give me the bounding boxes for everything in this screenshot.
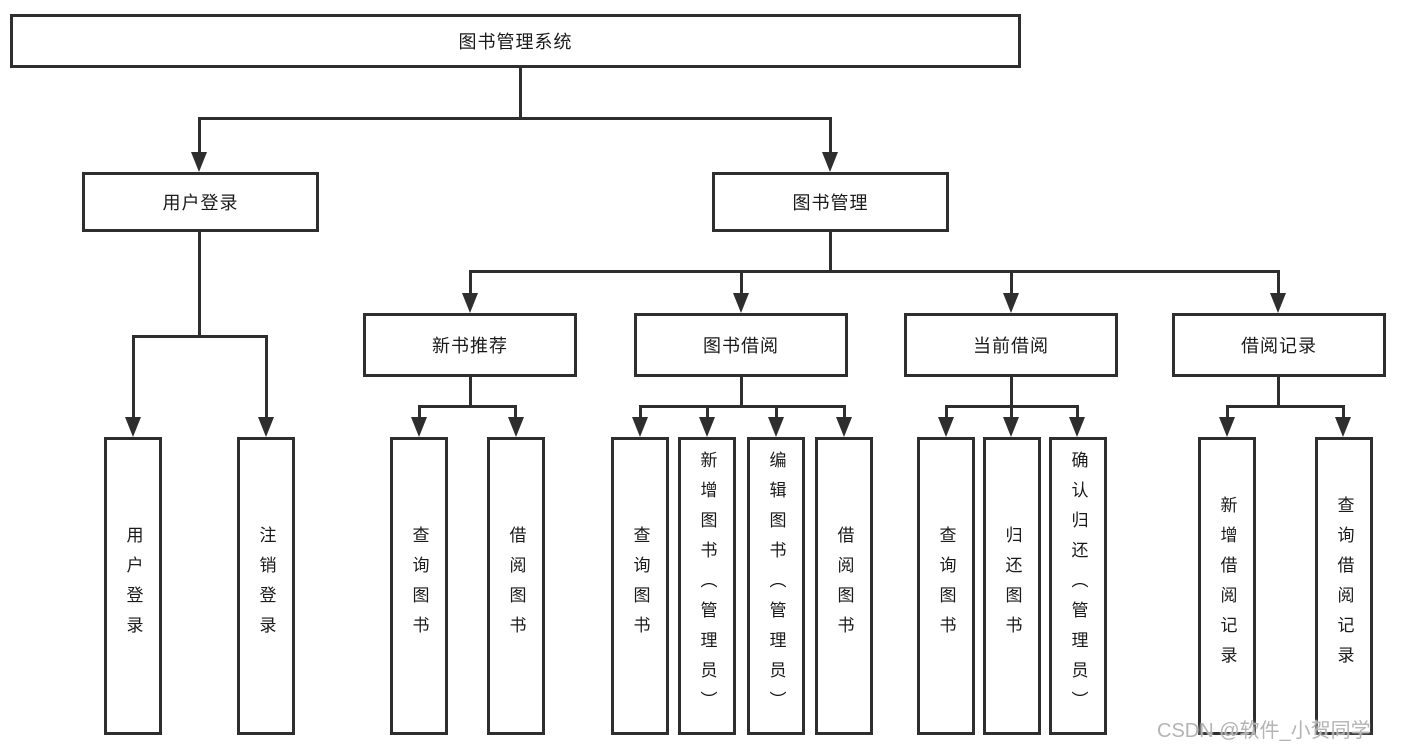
arrow-down-icon <box>1270 293 1286 313</box>
node-user-login-leaf: 用户登录 <box>104 437 162 735</box>
connector-line <box>265 335 268 423</box>
node-new-book-recommendation: 新书推荐 <box>363 313 577 377</box>
node-query-books-borrowing: 查询图书 <box>611 437 669 735</box>
node-confirm-return-admin: 确认归还（管理员） <box>1049 437 1107 735</box>
connector-line <box>469 270 1280 273</box>
node-query-borrow-record: 查询借阅记录 <box>1315 437 1373 735</box>
connector-line <box>198 117 201 157</box>
node-book-management: 图书管理 <box>712 172 949 232</box>
arrow-down-icon <box>768 417 784 437</box>
arrow-down-icon <box>699 417 715 437</box>
arrow-down-icon <box>411 417 427 437</box>
arrow-down-icon <box>632 417 648 437</box>
connector-line <box>132 335 135 423</box>
arrow-down-icon <box>733 293 749 313</box>
node-user-login: 用户登录 <box>82 172 319 232</box>
arrow-down-icon <box>125 417 141 437</box>
node-label: 图书管理 <box>792 193 869 213</box>
node-label: 确认归还（管理员） <box>1068 451 1088 721</box>
arrow-down-icon <box>1003 417 1019 437</box>
connector-line <box>775 405 778 423</box>
node-current-borrowing: 当前借阅 <box>904 313 1118 377</box>
connector-line <box>1226 405 1345 408</box>
connector-line <box>1076 405 1079 423</box>
connector-line <box>469 377 472 408</box>
connector-line <box>1277 377 1280 408</box>
node-query-books-current: 查询图书 <box>917 437 975 735</box>
node-add-books-admin: 新增图书（管理员） <box>678 437 736 735</box>
connector-line <box>1010 377 1013 408</box>
node-label: 图书管理系统 <box>458 32 573 52</box>
connector-line <box>843 405 846 423</box>
arrow-down-icon <box>836 417 852 437</box>
arrow-down-icon <box>1069 417 1085 437</box>
node-borrowing-records: 借阅记录 <box>1172 313 1386 377</box>
connector-line <box>1010 270 1013 300</box>
node-label: 图书借阅 <box>703 336 779 356</box>
node-label: 用户登录 <box>162 193 239 213</box>
node-label: 查询图书 <box>409 526 429 646</box>
connector-line <box>1226 405 1229 423</box>
node-label: 借阅图书 <box>834 526 854 646</box>
node-logout-leaf: 注销登录 <box>237 437 295 735</box>
connector-line <box>829 117 832 157</box>
node-return-books: 归还图书 <box>983 437 1041 735</box>
connector-line <box>706 405 709 423</box>
arrow-down-icon <box>258 417 274 437</box>
node-label: 编辑图书（管理员） <box>766 451 786 721</box>
node-label: 归还图书 <box>1002 526 1022 646</box>
connector-line <box>1010 405 1013 423</box>
connector-line <box>198 232 201 338</box>
arrow-down-icon <box>938 417 954 437</box>
node-borrow-books-borrowing: 借阅图书 <box>815 437 873 735</box>
connector-line <box>469 270 472 300</box>
node-label: 查询图书 <box>630 526 650 646</box>
connector-line <box>639 405 642 423</box>
connector-line <box>945 405 948 423</box>
arrow-down-icon <box>191 152 207 172</box>
node-label: 查询借阅记录 <box>1334 496 1354 676</box>
node-edit-books-admin: 编辑图书（管理员） <box>747 437 805 735</box>
node-query-books-recommend: 查询图书 <box>390 437 448 735</box>
node-label: 借阅记录 <box>1241 336 1317 356</box>
connector-line <box>418 405 421 423</box>
node-label: 当前借阅 <box>973 336 1049 356</box>
node-book-borrowing: 图书借阅 <box>634 313 848 377</box>
connector-line <box>198 117 831 120</box>
connector-line <box>740 377 743 408</box>
node-borrow-books-recommend: 借阅图书 <box>487 437 545 735</box>
arrow-down-icon <box>822 152 838 172</box>
arrow-down-icon <box>508 417 524 437</box>
connector-line <box>1342 405 1345 423</box>
arrow-down-icon <box>1219 417 1235 437</box>
arrow-down-icon <box>462 293 478 313</box>
node-label: 新书推荐 <box>432 336 508 356</box>
arrow-down-icon <box>1003 293 1019 313</box>
node-label: 用户登录 <box>123 526 143 646</box>
connector-line <box>1277 270 1280 300</box>
node-label: 注销登录 <box>256 526 276 646</box>
connector-line <box>514 405 517 423</box>
connector-line <box>519 68 522 120</box>
connector-line <box>639 405 845 408</box>
watermark: CSDN @软件_小贺同学 <box>1157 720 1371 742</box>
node-book-management-system: 图书管理系统 <box>10 14 1021 68</box>
node-label: 新增图书（管理员） <box>697 451 717 721</box>
node-label: 新增借阅记录 <box>1217 496 1237 676</box>
connector-line <box>132 335 268 338</box>
connector-line <box>829 232 832 273</box>
node-label: 借阅图书 <box>506 526 526 646</box>
connector-line <box>418 405 517 408</box>
node-label: 查询图书 <box>936 526 956 646</box>
arrow-down-icon <box>1335 417 1351 437</box>
node-add-borrow-record: 新增借阅记录 <box>1198 437 1256 735</box>
connector-line <box>740 270 743 300</box>
